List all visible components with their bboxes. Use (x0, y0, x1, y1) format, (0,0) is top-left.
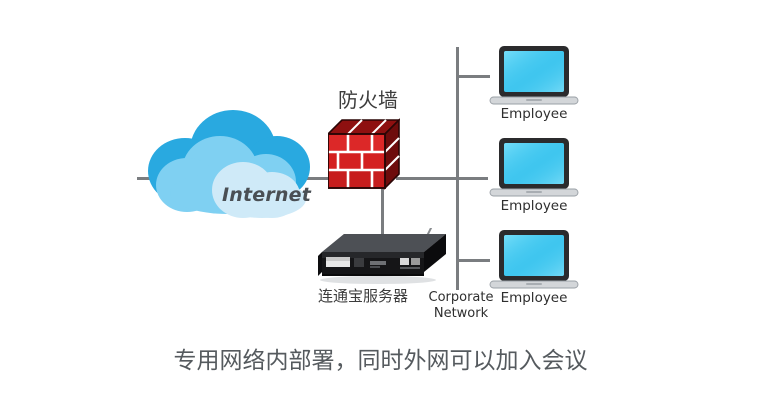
server-icon (318, 221, 448, 286)
firewall-label: 防火墙 (338, 88, 398, 112)
link-cloud-to-firewall (300, 177, 335, 180)
internet-label: Internet (222, 184, 312, 206)
link-firewall-to-trunk (396, 177, 488, 180)
corporate-network-line2: Network (433, 306, 489, 321)
link-firewall-to-server (381, 177, 384, 235)
link-trunk-to-employee-1 (456, 75, 490, 78)
employee-label-2: Employee (500, 198, 568, 214)
diagram-caption: 专用网络内部署，同时外网可以加入会议 (173, 348, 588, 374)
corporate-network-line1: Corporate (428, 290, 494, 305)
corporate-network-label: Corporate Network (424, 290, 498, 322)
employee-laptop-3 (488, 228, 580, 300)
firewall-icon (326, 118, 401, 200)
employee-label-1: Employee (500, 106, 568, 122)
internet-cloud-icon (148, 110, 320, 220)
employee-laptop-1 (488, 44, 580, 116)
server-label: 连通宝服务器 (318, 287, 409, 305)
link-trunk-to-employee-3 (456, 259, 490, 262)
employee-laptop-2 (488, 136, 580, 208)
network-trunk-line (456, 47, 459, 290)
employee-label-3: Employee (500, 290, 568, 306)
